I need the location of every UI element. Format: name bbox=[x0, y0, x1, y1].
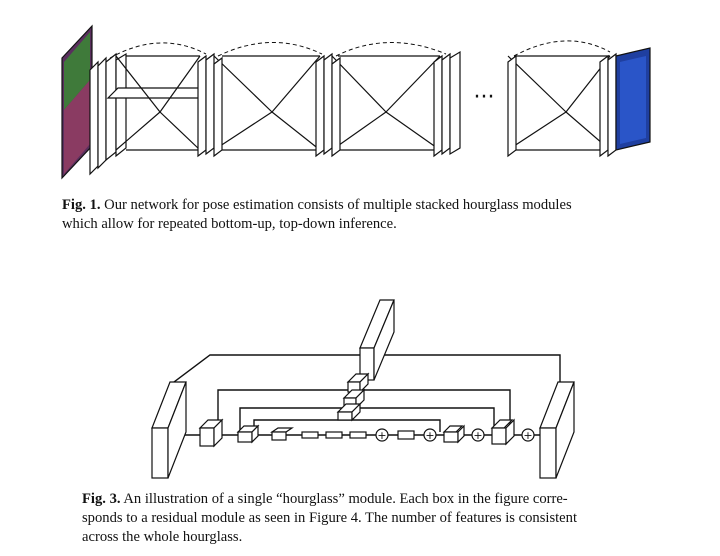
residual-box-8 bbox=[442, 424, 465, 444]
hourglass-module-2 bbox=[213, 55, 321, 151]
svg-text:+: + bbox=[377, 429, 386, 442]
hourglass-module-3 bbox=[331, 55, 441, 151]
residual-box-4 bbox=[301, 431, 319, 439]
svg-text:+: + bbox=[473, 429, 482, 442]
merge-node-3: + bbox=[471, 428, 485, 442]
residual-box-1 bbox=[198, 418, 224, 448]
stacked-hourglass-diagram: ··· bbox=[61, 24, 651, 180]
residual-box-6 bbox=[349, 431, 367, 439]
bottleneck-block bbox=[359, 299, 395, 381]
figure-1-label: Fig. 1. bbox=[62, 197, 101, 213]
residual-box-7 bbox=[397, 430, 415, 440]
merge-node-4: + bbox=[521, 428, 535, 442]
initial-layer bbox=[89, 60, 99, 176]
hourglass-module-1 bbox=[106, 55, 212, 151]
hourglass-module-last bbox=[507, 55, 611, 151]
residual-box-2 bbox=[236, 424, 260, 444]
hourglass-module-diagram: + + + + bbox=[151, 299, 575, 479]
residual-box-3 bbox=[270, 427, 294, 441]
center-residual-stack bbox=[336, 372, 370, 422]
residual-box-5 bbox=[325, 431, 343, 439]
figure-1-caption: Fig. 1. Our network for pose estimation … bbox=[62, 197, 572, 232]
residual-box-9 bbox=[490, 418, 515, 446]
figure-3: + + + + Fig. 3. An illustration of a sin… bbox=[0, 290, 720, 556]
figure-1: ··· Fig. 1. Our network for pose estimat… bbox=[0, 0, 720, 250]
merge-node-1: + bbox=[375, 428, 389, 442]
input-block bbox=[151, 381, 187, 479]
figure-3-label: Fig. 3. bbox=[82, 491, 121, 507]
output-block bbox=[539, 381, 575, 479]
figure-3-caption: Fig. 3. An illustration of a single “hou… bbox=[82, 491, 578, 545]
svg-text:+: + bbox=[523, 429, 532, 442]
ellipsis: ··· bbox=[474, 85, 495, 110]
svg-text:+: + bbox=[425, 429, 434, 442]
merge-node-2: + bbox=[423, 428, 437, 442]
